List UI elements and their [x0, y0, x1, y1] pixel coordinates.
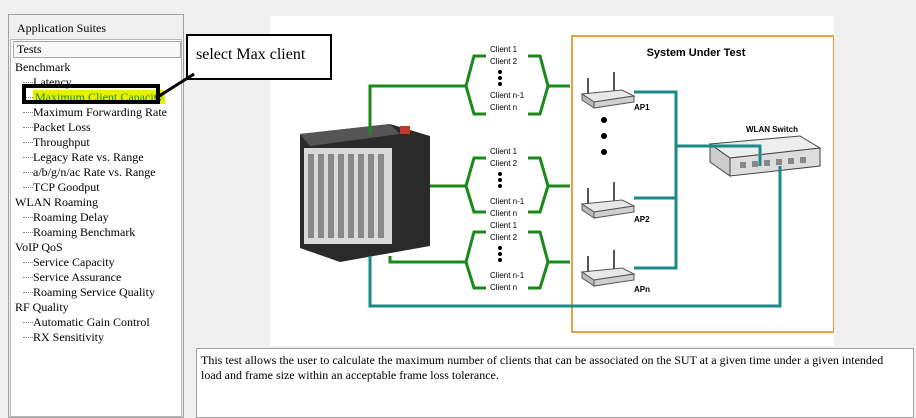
tree-item-11[interactable]: Roaming Benchmark [33, 225, 136, 239]
ap1-icon [580, 72, 636, 109]
tree-item-10[interactable]: Roaming Delay [33, 210, 109, 224]
tree-connector [23, 82, 33, 83]
client-label: Client 2 [490, 57, 518, 66]
tree-item-6[interactable]: Legacy Rate vs. Range [33, 150, 144, 164]
tree-connector [23, 337, 33, 338]
ap2-icon [580, 182, 636, 219]
client-label: Client n [490, 103, 517, 112]
tree-connector [23, 277, 33, 278]
ap2-label: AP2 [634, 215, 650, 224]
tree-connector [23, 322, 33, 323]
tree-connector [23, 232, 33, 233]
tree-category-12[interactable]: VoIP QoS [15, 240, 63, 254]
test-chassis [300, 124, 430, 262]
callout-text: select Max client [196, 46, 306, 63]
tree-item-15[interactable]: Roaming Service Quality [33, 285, 155, 299]
client-label: Client n-1 [490, 91, 525, 100]
tree-connector [23, 292, 33, 293]
tree-connector [23, 127, 33, 128]
tree-connector [23, 262, 33, 263]
client-label: Client 2 [490, 233, 518, 242]
apn-icon [580, 250, 636, 287]
test-description-box: This test allows the user to calculate t… [196, 348, 914, 418]
tree-item-14[interactable]: Service Assurance [33, 270, 122, 284]
tree-item-17[interactable]: Automatic Gain Control [33, 315, 150, 329]
tree-connector [23, 112, 33, 113]
tree-item-5[interactable]: Throughput [33, 135, 90, 149]
client-label: Client 1 [490, 45, 518, 54]
tree-connector [23, 142, 33, 143]
tree-item-13[interactable]: Service Capacity [33, 255, 115, 269]
sut-title: System Under Test [647, 47, 746, 59]
tree-connector [23, 172, 33, 173]
topology-diagram: System Under Test [270, 16, 835, 346]
switch-label: WLAN Switch [746, 125, 798, 134]
client-label: Client 1 [490, 147, 518, 156]
wlan-switch-icon [708, 135, 822, 177]
panel-title: Application Suites [17, 21, 106, 35]
tree-connector [23, 97, 33, 98]
topology-svg: System Under Test [300, 35, 835, 333]
tree-connector [23, 217, 33, 218]
client-label: Client n [490, 283, 517, 292]
tree-item-8[interactable]: TCP Goodput [33, 180, 100, 194]
tree-category-9[interactable]: WLAN Roaming [15, 195, 98, 209]
tree-category-0[interactable]: Benchmark [15, 60, 71, 74]
client-label: Client n [490, 209, 517, 218]
callout-arrow [155, 72, 195, 100]
client-label: Client n-1 [490, 197, 525, 206]
tree-connector [23, 157, 33, 158]
sut-box [571, 35, 835, 333]
ap1-label: AP1 [634, 103, 650, 112]
tree-item-4[interactable]: Packet Loss [33, 120, 91, 134]
tree-item-7[interactable]: a/b/g/n/ac Rate vs. Range [33, 165, 156, 179]
tree-category-16[interactable]: RF Quality [15, 300, 69, 314]
client-label: Client 1 [490, 221, 518, 230]
tree-connector [23, 187, 33, 188]
tree-item-18[interactable]: RX Sensitivity [33, 330, 105, 344]
client-label: Client n-1 [490, 271, 525, 280]
tree-item-3[interactable]: Maximum Forwarding Rate [33, 105, 167, 119]
annotation-callout: select Max client [186, 34, 332, 80]
annotation-highlight-box [22, 84, 160, 104]
client-label: Client 2 [490, 159, 518, 168]
apn-label: APn [634, 285, 650, 294]
test-description: This test allows the user to calculate t… [201, 353, 884, 382]
tree-header-tests[interactable]: Tests [13, 41, 181, 58]
